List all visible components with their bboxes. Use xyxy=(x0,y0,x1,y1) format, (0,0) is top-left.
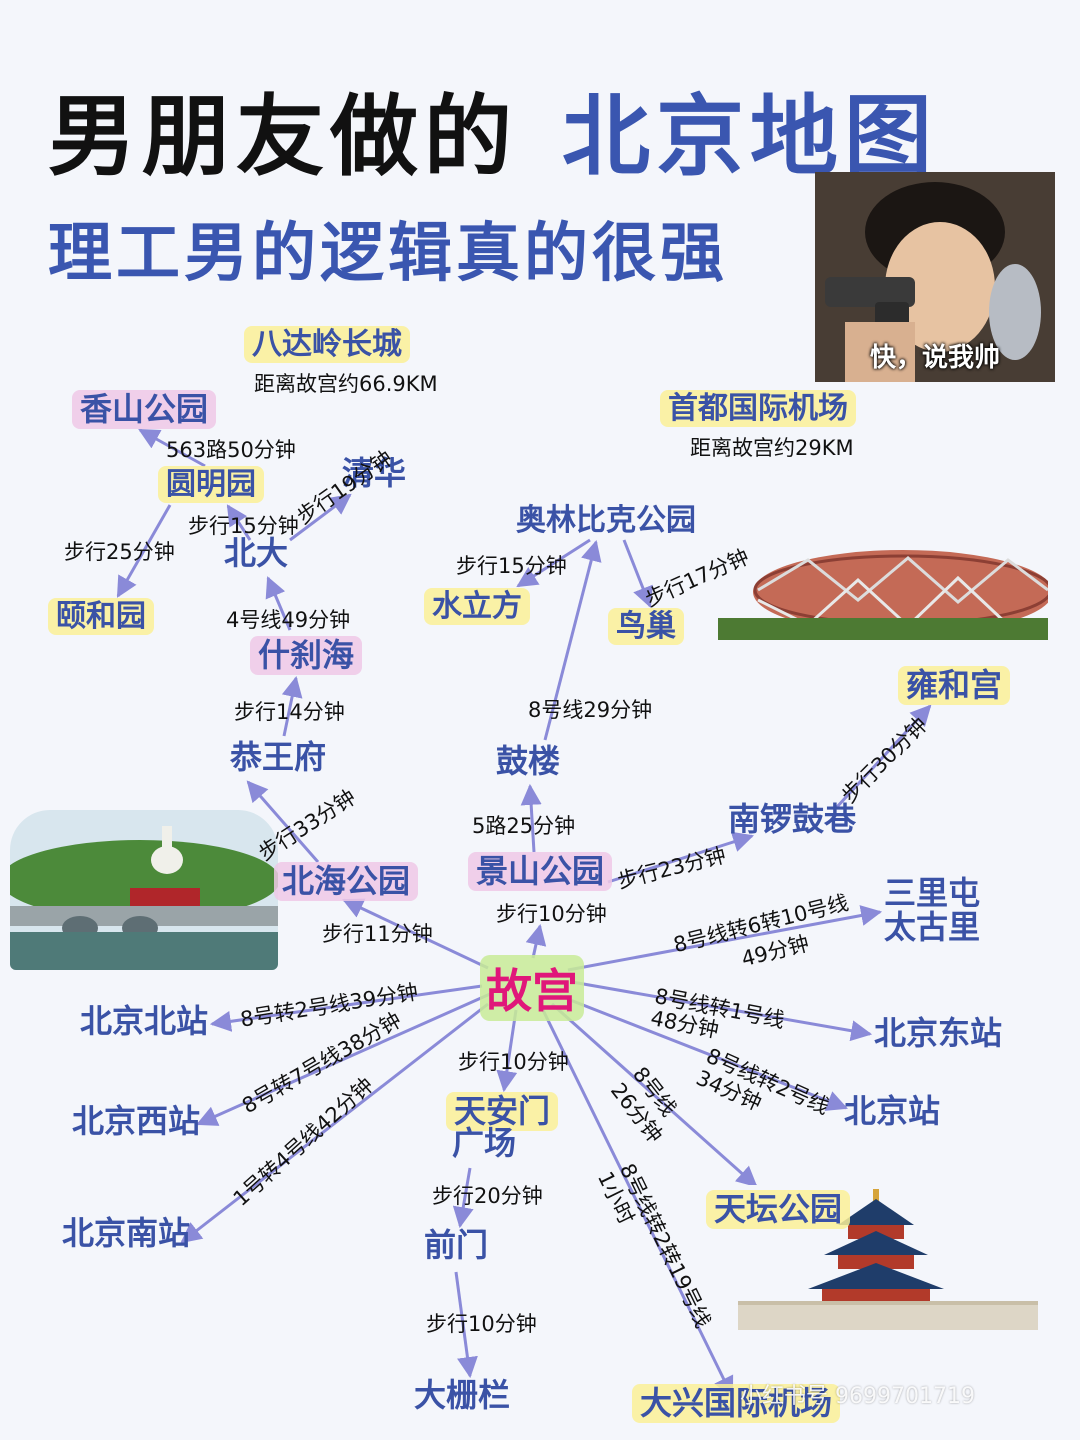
arrow-to-beijing-west xyxy=(196,992,491,1126)
badaling-distance: 距离故宫约66.9KM xyxy=(254,372,438,396)
center-gugong[interactable]: 故宫 xyxy=(480,955,584,1021)
arrow-to-beijing-east xyxy=(571,980,873,1042)
route-label-beihai: 步行11分钟 xyxy=(322,922,433,946)
place-beijing-west[interactable]: 北京西站 xyxy=(72,1102,201,1140)
route-label-xiangshan: 563路50分钟 xyxy=(166,438,296,462)
place-olympic-park[interactable]: 奥林比克公园 xyxy=(516,503,696,538)
arrow-to-beida xyxy=(265,576,292,631)
route-label-jingshan-gulou: 5路25分钟 xyxy=(472,814,576,838)
arrow-to-beihai xyxy=(342,898,489,970)
place-beihai[interactable]: 北海公园 xyxy=(274,862,419,902)
place-niaochao[interactable]: 鸟巢 xyxy=(608,608,684,645)
place-beijing-north[interactable]: 北京北站 xyxy=(80,1002,209,1040)
place-gongwangfu[interactable]: 恭王府 xyxy=(230,738,327,776)
arrow-to-yuanmingyuan xyxy=(226,504,252,541)
route-label-beida-yuanmingyuan: 步行15分钟 xyxy=(188,514,299,538)
place-shichahai[interactable]: 什刹海 xyxy=(250,636,363,676)
arrow-to-nanluoguxiang xyxy=(607,831,755,884)
route-label-jingshan: 步行10分钟 xyxy=(496,902,607,926)
arrow-to-olympic-park xyxy=(543,539,602,741)
place-tiananmen-line2[interactable]: 广场 xyxy=(452,1124,517,1162)
arrow-to-shichahai xyxy=(281,675,303,737)
arrow-to-tiananmen xyxy=(496,1009,518,1093)
bird-nest-illustration xyxy=(718,530,1048,640)
place-shuilifang[interactable]: 水立方 xyxy=(424,588,530,625)
route-label-tiananmen: 步行10分钟 xyxy=(458,1050,569,1074)
place-beijing-station[interactable]: 北京站 xyxy=(844,1092,941,1130)
place-tiantan[interactable]: 天坛公园 xyxy=(706,1190,851,1230)
place-capital-airport[interactable]: 首都国际机场 xyxy=(660,390,856,427)
arrow-to-tiantan xyxy=(551,1002,758,1188)
route-label-yiheyuan: 步行25分钟 xyxy=(64,540,175,564)
arrow-to-yonghegong xyxy=(834,704,932,810)
place-sanlitun-line2[interactable]: 太古里 xyxy=(884,908,981,946)
capital-airport-distance: 距离故宫约29KM xyxy=(690,436,854,460)
arrow-to-beijing-south xyxy=(180,1002,489,1244)
route-label-dashilan: 步行10分钟 xyxy=(426,1312,537,1336)
route-label-gulou-olympic: 8号线29分钟 xyxy=(528,698,653,722)
place-yuanmingyuan[interactable]: 圆明园 xyxy=(158,466,264,503)
arrow-to-niaochao xyxy=(622,539,653,608)
route-label-gongwangfu: 步行14分钟 xyxy=(234,700,345,724)
place-jingshan[interactable]: 景山公园 xyxy=(468,852,613,892)
place-qinghua[interactable]: 清华 xyxy=(342,454,407,492)
arrow-to-beijing-station xyxy=(559,994,848,1111)
route-label-shichahai: 4号线49分钟 xyxy=(226,608,351,632)
title-highlight: 北京地图 xyxy=(562,85,939,188)
place-beijing-south[interactable]: 北京南站 xyxy=(62,1214,191,1252)
arrow-to-gulou xyxy=(520,783,542,853)
meme-caption: 快，说我帅 xyxy=(869,343,1000,373)
arrow-to-jingshan xyxy=(525,923,547,959)
beihai-park-photo xyxy=(10,810,278,970)
place-daxing-airport[interactable]: 大兴国际机场 xyxy=(632,1384,841,1424)
place-badaling[interactable]: 八达岭长城 xyxy=(244,326,410,363)
place-yiheyuan[interactable]: 颐和园 xyxy=(48,598,154,635)
subtitle: 理工男的逻辑真的很强 xyxy=(48,217,728,291)
place-nanluoguxiang[interactable]: 南锣鼓巷 xyxy=(728,800,857,838)
arrow-to-yiheyuan xyxy=(116,504,172,598)
watermark: 小红书号 9699701719 xyxy=(740,1384,975,1409)
place-xiangshan[interactable]: 香山公园 xyxy=(72,390,217,430)
meme-illustration xyxy=(815,172,1055,382)
meme-photo: 快，说我帅 xyxy=(815,172,1055,382)
arrow-to-beijing-north xyxy=(209,984,483,1032)
title-main: 男朋友做的 xyxy=(48,85,519,188)
route-label-shuilifang: 步行15分钟 xyxy=(456,554,567,578)
arrow-to-qianmen xyxy=(452,1167,474,1229)
bird-nest-photo xyxy=(718,530,1048,640)
place-yonghegong[interactable]: 雍和宫 xyxy=(898,666,1011,706)
place-dashilan[interactable]: 大栅栏 xyxy=(414,1376,511,1414)
arrow-to-qinghua xyxy=(289,493,352,542)
place-qianmen[interactable]: 前门 xyxy=(424,1226,489,1264)
arrow-to-sanlitun xyxy=(567,905,883,972)
arrow-to-xiangshan xyxy=(138,428,206,468)
place-beijing-east[interactable]: 北京东站 xyxy=(874,1014,1003,1052)
beihai-illustration xyxy=(10,810,278,970)
place-gulou[interactable]: 鼓楼 xyxy=(496,742,561,780)
route-label-qianmen: 步行20分钟 xyxy=(432,1184,543,1208)
place-sanlitun-line1[interactable]: 三里屯 xyxy=(884,874,981,912)
place-beida[interactable]: 北大 xyxy=(224,534,289,572)
arrow-to-daxing-airport xyxy=(540,1007,734,1398)
arrow-to-dashilan xyxy=(454,1271,478,1379)
arrow-to-gongwangfu xyxy=(246,780,320,863)
arrow-to-shuilifang xyxy=(516,538,591,588)
place-tiananmen-line1[interactable]: 天安门 xyxy=(446,1092,559,1132)
